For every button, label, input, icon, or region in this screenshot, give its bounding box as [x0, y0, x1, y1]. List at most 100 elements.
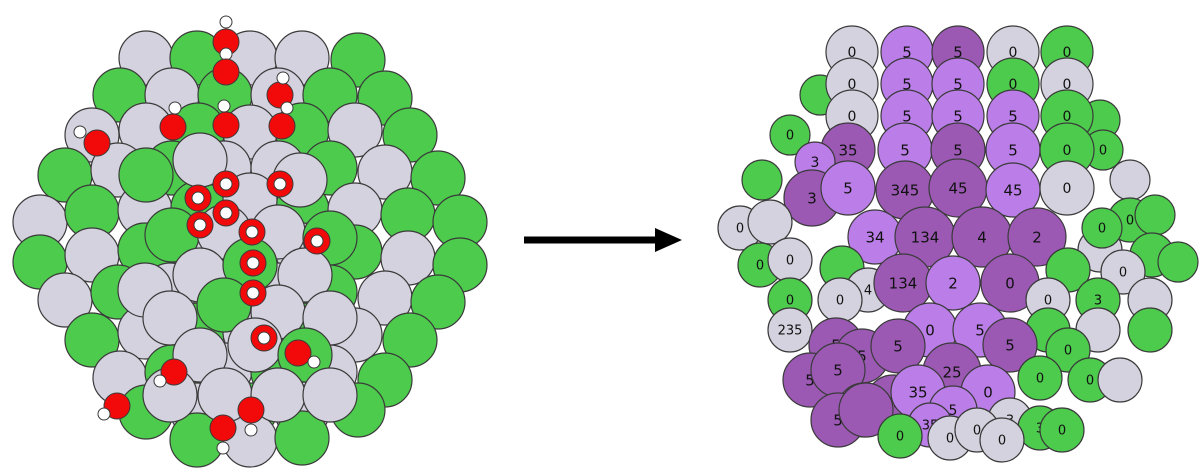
green-atom [410, 150, 466, 206]
atom-label: 0 [848, 45, 857, 61]
green-atom [1039, 407, 1085, 453]
green-atom [741, 159, 783, 201]
water-hydrogen [219, 47, 233, 61]
atom-label: 345 [891, 181, 920, 199]
atom-label: 45 [948, 179, 967, 197]
water-hydrogen [244, 423, 258, 437]
water-oxygen [268, 112, 296, 140]
water-oxygen [212, 111, 240, 139]
atom-label: 0 [1119, 266, 1127, 281]
atom-label: 0 [1063, 77, 1072, 93]
water-hydrogen [97, 407, 111, 421]
atom-label: 5 [893, 337, 903, 355]
atom-label: 0 [1044, 294, 1052, 309]
atom-label: 5 [833, 361, 843, 379]
atom-label: 5 [1008, 107, 1018, 125]
atom-label: 0 [1009, 45, 1018, 61]
atom-label: 5 [953, 43, 963, 61]
atom-label: 5 [1005, 336, 1015, 354]
atom-label: 5 [902, 75, 912, 93]
atom-label: 5 [949, 403, 958, 419]
atom-label: 134 [911, 228, 940, 246]
green-atom [1157, 241, 1199, 283]
atom-label: 0 [1058, 424, 1066, 439]
dark-purple-atom [1007, 207, 1067, 267]
hydroxyl-hydrogen [246, 256, 260, 270]
water-hydrogen [276, 71, 290, 85]
dark-purple-atom [838, 382, 894, 438]
atom-label: 0 [1098, 222, 1106, 237]
water-hydrogen [153, 374, 167, 388]
atom-label: 3 [1094, 294, 1102, 309]
atom-label: 0 [1063, 143, 1072, 159]
atom-label: 0 [1005, 274, 1015, 292]
atom-label: 0 [848, 77, 857, 93]
hydroxyl-hydrogen [310, 234, 324, 248]
atom-label: 4 [864, 284, 872, 299]
green-atom [1081, 207, 1123, 249]
water-oxygen [209, 414, 237, 442]
water-oxygen [284, 339, 312, 367]
atom-label: 0 [1063, 109, 1072, 125]
green-atom [118, 147, 174, 203]
atom-label: 0 [1126, 214, 1134, 229]
atom-label: 5 [902, 43, 912, 61]
atom-label: 3 [807, 189, 817, 207]
atom-label: 0 [973, 424, 981, 439]
atom-label: 45 [1003, 181, 1022, 199]
atom-label: 2 [948, 274, 958, 292]
grey-atom [767, 307, 813, 353]
water-oxygen [83, 129, 111, 157]
atom-label: 0 [1099, 144, 1107, 159]
atom-label: 35 [838, 141, 857, 159]
atom-label: 0 [756, 259, 764, 274]
water-oxygen [212, 58, 240, 86]
atom-label: 5 [900, 141, 910, 159]
atom-label: 0 [1063, 45, 1072, 61]
green-atom [1017, 355, 1063, 401]
arrow-head-icon [655, 228, 682, 252]
left-cluster [12, 15, 488, 468]
atom-label: 5 [975, 321, 985, 339]
atom-label: 5 [1008, 141, 1018, 159]
atom-label: 0 [1036, 372, 1044, 387]
grey-atom [1039, 160, 1095, 216]
atom-label: 34 [865, 228, 884, 246]
atom-label: 0 [836, 294, 844, 309]
atom-label: 0 [983, 383, 993, 401]
atom-label: 0 [848, 109, 857, 125]
green-atom [769, 114, 811, 156]
water-oxygen [159, 113, 187, 141]
atom-label: 35 [908, 383, 927, 401]
atom-label: 0 [1063, 181, 1072, 197]
green-atom [877, 413, 923, 459]
water-hydrogen [216, 441, 230, 455]
hydroxyl-hydrogen [219, 206, 233, 220]
water-hydrogen [219, 15, 233, 29]
atom-label: 0 [1086, 374, 1094, 389]
grey-atom [1097, 357, 1143, 403]
atom-label: 0 [896, 430, 904, 445]
water-hydrogen [307, 355, 321, 369]
atom-label: 2 [1032, 228, 1042, 246]
atom-label: 0 [786, 294, 794, 309]
hydroxyl-hydrogen [193, 218, 207, 232]
hydroxyl-hydrogen [219, 177, 233, 191]
water-hydrogen [217, 99, 231, 113]
light-purple-atom [820, 160, 876, 216]
hydroxyl-hydrogen [245, 225, 259, 239]
hydroxyl-hydrogen [273, 177, 287, 191]
atom-label: 5 [805, 371, 815, 389]
atom-label: 5 [953, 141, 963, 159]
atom-label: 0 [786, 129, 794, 144]
green-atom [1134, 194, 1176, 236]
atom-label: 0 [925, 321, 935, 339]
green-atom [410, 274, 466, 330]
atom-label: 5 [833, 411, 843, 429]
grey-atom [747, 199, 793, 245]
green-atom [274, 410, 330, 466]
water-oxygen [237, 396, 265, 424]
atom-label: 5 [953, 75, 963, 93]
